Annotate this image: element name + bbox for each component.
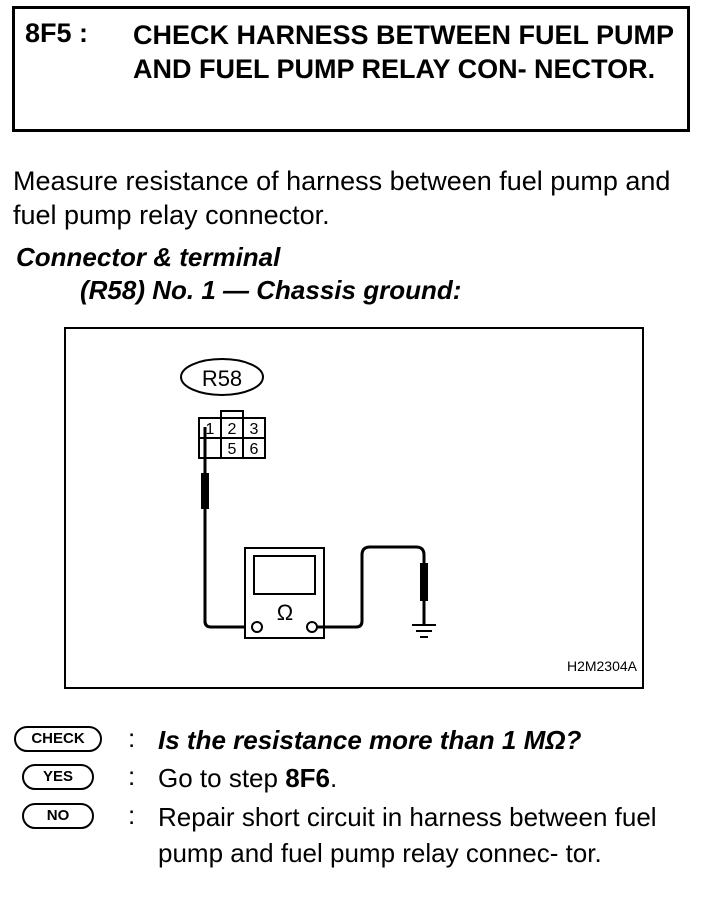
connector-block: [198, 410, 266, 459]
meter-terminal-right: [306, 621, 318, 633]
yes-badge: YES: [22, 764, 94, 790]
terminal-5: 5: [228, 441, 237, 458]
check-colon: :: [128, 723, 136, 753]
figure-code: H2M2304A: [567, 658, 638, 674]
wiring-diagram: R58 1 2 3 5 6 Ω H2M2304A: [64, 327, 644, 689]
intro-text: Measure resistance of harness between fu…: [13, 166, 671, 230]
step-id: 8F5 :: [25, 18, 89, 48]
check-question: Is the resistance more than 1 MΩ?: [158, 725, 582, 755]
connector-label: Connector & terminal: [16, 242, 281, 272]
yes-colon: :: [128, 761, 136, 791]
yes-text-suffix: .: [330, 763, 338, 793]
probe-right: [420, 563, 428, 601]
connector-detail: (R58) No. 1 — Chassis ground:: [80, 275, 462, 305]
terminal-2: 2: [228, 421, 237, 438]
step-title: CHECK HARNESS BETWEEN FUEL PUMP AND FUEL…: [133, 20, 674, 84]
yes-step-link[interactable]: 8F6: [285, 763, 330, 793]
no-answer: Repair short circuit in harness between …: [158, 802, 657, 868]
yes-text-prefix: Go to step: [158, 763, 286, 793]
connector-name-oval: [180, 358, 264, 396]
ohmmeter-display: [253, 555, 316, 595]
yes-answer: Go to step 8F6.: [158, 760, 698, 796]
figure-frame: [64, 327, 644, 689]
check-badge: CHECK: [14, 726, 102, 752]
terminal-3: 3: [250, 421, 259, 438]
ground-symbol: [412, 624, 436, 638]
wire-left: [203, 620, 257, 629]
wire-right: [317, 545, 426, 629]
terminal-6: 6: [250, 441, 259, 458]
step-header: 8F5 : CHECK HARNESS BETWEEN FUEL PUMP AN…: [12, 6, 690, 132]
meter-terminal-left: [251, 621, 263, 633]
terminal-1: 1: [206, 421, 215, 438]
no-badge: NO: [22, 803, 94, 829]
ohm-symbol: Ω: [277, 600, 293, 625]
connector-name: R58: [202, 366, 242, 391]
no-colon: :: [128, 800, 136, 830]
probe-left: [201, 473, 209, 509]
